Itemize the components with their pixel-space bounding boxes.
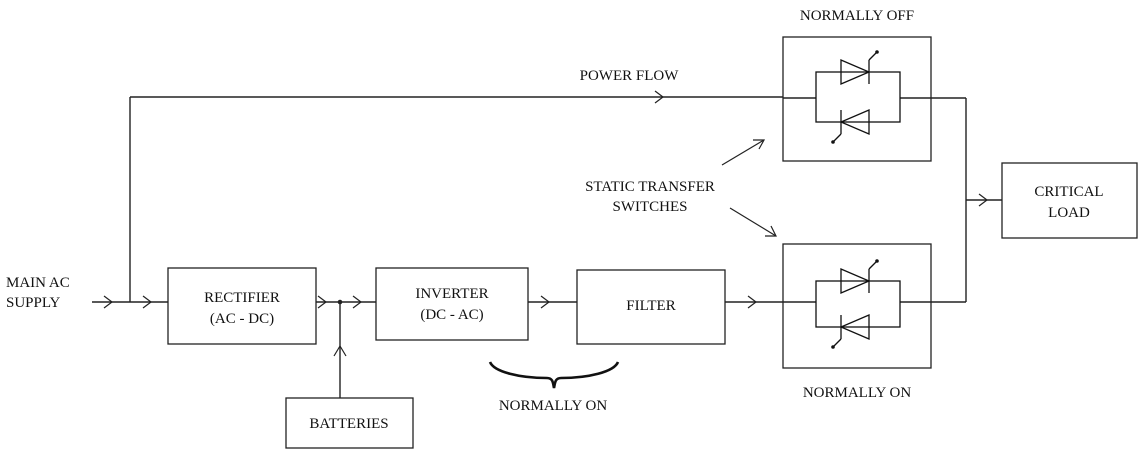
rectifier-label-2: (AC - DC) [210, 311, 274, 327]
arrow-icon [654, 90, 664, 104]
static-transfer-label-2: SWITCHES [613, 199, 688, 215]
normally-on-label: NORMALLY ON [499, 398, 608, 414]
power-flow-label: POWER FLOW [580, 68, 680, 84]
brace-icon [488, 361, 620, 389]
inverter-label-1: INVERTER [415, 286, 488, 302]
main-ac-supply-label-2: SUPPLY [6, 295, 61, 311]
arrow-up-icon [333, 344, 347, 357]
filter-label: FILTER [626, 298, 675, 314]
static-transfer-label-1: STATIC TRANSFER [585, 179, 715, 195]
inverter-block: INVERTER (DC - AC) [375, 267, 529, 341]
inverter-label-2: (DC - AC) [420, 307, 483, 323]
critical-load-label-2: LOAD [1048, 205, 1090, 221]
junction-dot [337, 299, 343, 305]
normally-off-label: NORMALLY OFF [800, 8, 914, 24]
normally-on-switch-label: NORMALLY ON [803, 385, 912, 401]
main-ac-supply-label-1: MAIN AC [6, 275, 70, 291]
pointer-arrow-icon [753, 139, 766, 150]
main-wiring [92, 96, 1002, 398]
pointer-arrow-icon [765, 225, 777, 237]
arrow-icon [352, 295, 362, 309]
critical-load-label-1: CRITICAL [1034, 184, 1103, 200]
flow-arrows [103, 90, 988, 357]
static-switch-top [782, 36, 932, 162]
arrow-icon [103, 295, 113, 309]
batteries-label: BATTERIES [309, 416, 388, 432]
batteries-block: BATTERIES [285, 397, 414, 449]
arrow-icon [317, 295, 327, 309]
arrow-icon [978, 193, 988, 207]
rectifier-label-1: RECTIFIER [204, 290, 280, 306]
static-switch-bottom [782, 243, 932, 369]
arrow-icon [747, 295, 757, 309]
critical-load-block: CRITICAL LOAD [1001, 162, 1138, 239]
filter-block: FILTER [576, 269, 726, 345]
arrow-icon [540, 295, 550, 309]
pointer-arrows [721, 139, 777, 237]
rectifier-block: RECTIFIER (AC - DC) [167, 267, 317, 345]
arrow-icon [142, 295, 152, 309]
